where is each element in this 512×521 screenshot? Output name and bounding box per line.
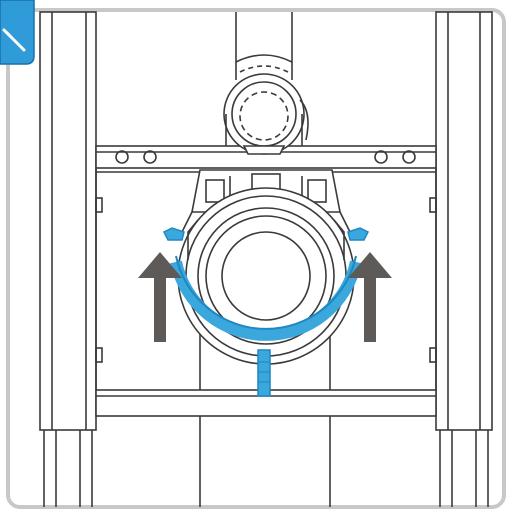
right-upright [435, 11, 493, 431]
upper-pipe [223, 12, 309, 155]
arrow-up-icon [348, 252, 392, 342]
clamp-tab [257, 349, 271, 397]
side-bolt [95, 347, 103, 363]
crossbar-hole [143, 150, 157, 164]
side-bolt [95, 197, 103, 213]
crossbar-hole [115, 150, 129, 164]
screwdriver-icon [0, 0, 35, 65]
left-upright [39, 11, 97, 431]
blue-clamp [162, 227, 370, 397]
crossbar-hole [374, 150, 388, 164]
arrow-up-icon [138, 252, 182, 342]
left-leg [43, 430, 93, 507]
installation-frame [39, 11, 493, 507]
side-bolt [429, 197, 437, 213]
crossbar-hole [402, 150, 416, 164]
side-bolt [429, 347, 437, 363]
lower-crossbar [95, 389, 437, 417]
right-leg [439, 430, 489, 507]
